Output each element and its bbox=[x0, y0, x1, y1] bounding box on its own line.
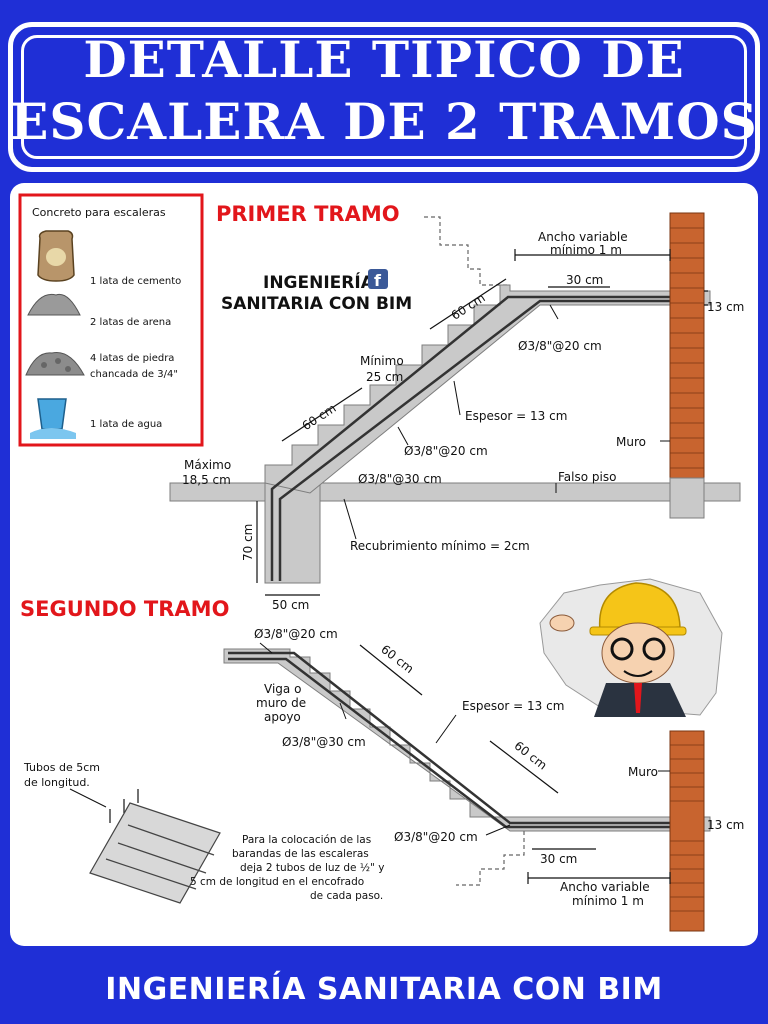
segundo-bar-20b: Ø3/8"@20 cm bbox=[394, 830, 478, 844]
primer-50cm: 50 cm bbox=[272, 598, 309, 612]
primer-13cm: 13 cm bbox=[707, 300, 744, 314]
primer-bar-20b: Ø3/8"@20 cm bbox=[404, 444, 488, 458]
primer-espesor: Espesor = 13 cm bbox=[465, 409, 567, 423]
primer-tramo-title: PRIMER TRAMO bbox=[216, 202, 400, 226]
segundo-viga-1: Viga o bbox=[264, 682, 301, 696]
leader-espesor bbox=[453, 380, 461, 416]
segundo-13cm: 13 cm bbox=[707, 818, 744, 832]
legend-item-gravel: 4 latas de piedra bbox=[90, 353, 174, 364]
primer-bar-20a: Ø3/8"@20 cm bbox=[518, 339, 602, 353]
primer-muro: Muro bbox=[616, 435, 646, 449]
upper-stair-outline bbox=[424, 216, 510, 286]
segundo-bar-20a: Ø3/8"@20 cm bbox=[254, 627, 338, 641]
note-line-4: 5 cm de longitud en el encofrado bbox=[190, 876, 364, 888]
primer-tramo-stair bbox=[169, 212, 741, 584]
sand-pile-icon bbox=[27, 293, 81, 316]
title-banner-inner-border bbox=[21, 35, 747, 159]
brick-wall-1 bbox=[669, 212, 705, 519]
cement-bag-icon bbox=[37, 230, 75, 282]
legend-item-gravel-size: chancada de 3/4" bbox=[90, 369, 178, 380]
dim-60cm-a bbox=[429, 278, 507, 330]
primer-falso-piso: Falso piso bbox=[558, 470, 616, 484]
footer-brand: INGENIERÍA SANITARIA CON BIM bbox=[105, 972, 663, 1007]
ground-slab bbox=[169, 482, 741, 502]
brick-wall-2 bbox=[669, 730, 705, 932]
first-flight-slab bbox=[264, 284, 711, 494]
segundo-tramo-title: SEGUNDO TRAMO bbox=[20, 597, 229, 621]
segundo-viga-3: apoyo bbox=[264, 710, 301, 724]
segundo-bar-30: Ø3/8"@30 cm bbox=[282, 735, 366, 749]
brand-line-2: SANITARIA CON BIM bbox=[221, 294, 412, 314]
primer-maximo-1: Máximo bbox=[184, 458, 231, 472]
dim-seg-60cm-b bbox=[489, 740, 559, 794]
gravel-pile-icon bbox=[25, 351, 85, 376]
legend-item-sand: 2 latas de arena bbox=[90, 317, 171, 328]
segundo-30cm: 30 cm bbox=[540, 852, 577, 866]
rebar-top bbox=[270, 295, 704, 581]
dim-13cm-ticks bbox=[704, 290, 708, 306]
primer-minimo-1: Mínimo bbox=[360, 354, 404, 368]
segundo-60cm-a: 60 cm bbox=[378, 642, 416, 676]
stair-diagram: Concreto para escaleras 1 lata de cement… bbox=[18, 193, 744, 932]
leader-tubos bbox=[69, 788, 107, 808]
segundo-tramo-stair bbox=[223, 648, 711, 932]
primer-maximo-2: 18,5 cm bbox=[182, 473, 231, 487]
dim-60cm-b bbox=[281, 387, 363, 442]
tubos-line-2: de longitud. bbox=[24, 776, 90, 789]
primer-ancho-line-2: mínimo 1 m bbox=[550, 243, 622, 257]
segundo-ancho-2: mínimo 1 m bbox=[572, 894, 644, 908]
second-rebar-top bbox=[228, 651, 704, 825]
leader-seg-espesor bbox=[435, 714, 457, 744]
title-banner bbox=[8, 22, 760, 172]
primer-ancho-line-1: Ancho variable bbox=[538, 230, 628, 244]
dim-seg-ancho bbox=[527, 872, 671, 884]
footer-bar bbox=[0, 958, 768, 1018]
second-rebar-bottom bbox=[228, 657, 704, 829]
leader-seg-bar-20b bbox=[485, 824, 511, 836]
stair-3d-sketch bbox=[89, 789, 221, 904]
lower-stair-outline bbox=[456, 831, 525, 886]
engineer-mascot-icon bbox=[539, 578, 723, 717]
note-line-5: de cada paso. bbox=[310, 890, 383, 902]
note-line-3: deja 2 tubos de luz de ½" y bbox=[240, 862, 384, 874]
primer-recubrimiento: Recubrimiento mínimo = 2cm bbox=[350, 539, 530, 553]
segundo-60cm-b: 60 cm bbox=[512, 738, 550, 772]
leader-seg-bar-30 bbox=[339, 702, 347, 720]
legend-title: Concreto para escaleras bbox=[32, 206, 166, 219]
tubos-line-1: Tubos de 5cm bbox=[23, 761, 100, 774]
segundo-ancho-1: Ancho variable bbox=[560, 880, 650, 894]
note-line-2: barandas de las escaleras bbox=[232, 848, 369, 860]
dim-ancho-1 bbox=[514, 249, 671, 261]
segundo-muro: Muro bbox=[628, 765, 658, 779]
leader-bar-20b bbox=[397, 426, 409, 446]
diagram-panel: Concreto para escaleras 1 lata de cement… bbox=[10, 183, 758, 946]
segundo-espesor: Espesor = 13 cm bbox=[462, 699, 564, 713]
facebook-icon: f bbox=[368, 269, 388, 290]
segundo-viga-2: muro de bbox=[256, 696, 306, 710]
legend-item-cement: 1 lata de cemento bbox=[90, 276, 181, 287]
foundation-block bbox=[264, 482, 321, 584]
page-title-line-2: ESCALERA DE 2 TRAMOS bbox=[10, 92, 758, 151]
water-bucket-icon bbox=[30, 398, 76, 439]
rebar-bottom bbox=[278, 299, 704, 581]
primer-30cm: 30 cm bbox=[566, 273, 603, 287]
leader-seg-bar-20a bbox=[259, 642, 273, 654]
primer-minimo-2: 25 cm bbox=[366, 370, 403, 384]
page-title-line-1: DETALLE TIPICO DE bbox=[83, 30, 685, 89]
primer-bar-30: Ø3/8"@30 cm bbox=[358, 472, 442, 486]
note-line-1: Para la colocación de las bbox=[242, 834, 371, 846]
concrete-legend: Concreto para escaleras 1 lata de cement… bbox=[18, 193, 204, 447]
brand-line-1: INGENIERÍA bbox=[263, 271, 375, 293]
primer-70cm: 70 cm bbox=[241, 524, 255, 561]
svg-text:f: f bbox=[374, 271, 382, 290]
leader-bar-20a bbox=[549, 304, 559, 320]
legend-item-water: 1 lata de agua bbox=[90, 419, 162, 430]
leader-recubrimiento bbox=[343, 498, 357, 540]
dim-seg-60cm-a bbox=[359, 644, 423, 696]
